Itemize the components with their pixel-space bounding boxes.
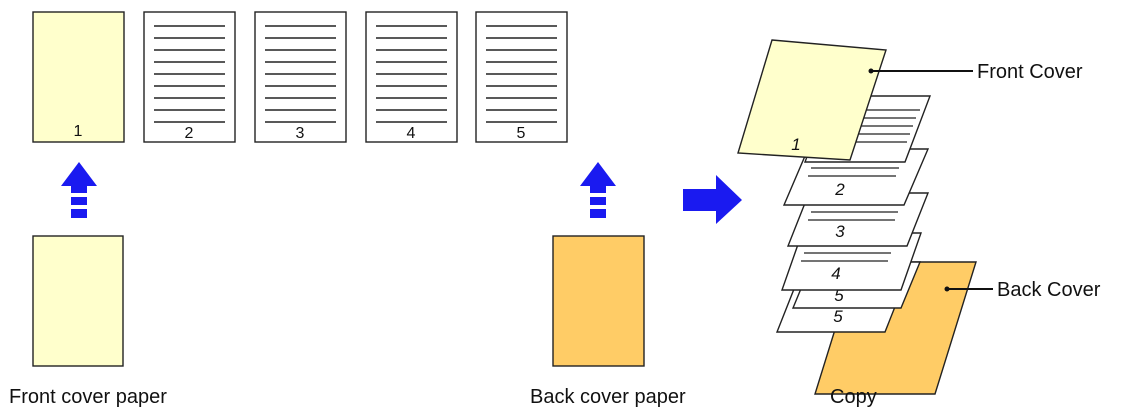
copy-stack: 5 5 4 — [737, 39, 977, 395]
front-cover-paper — [32, 235, 124, 367]
back-cover-paper-label: Back cover paper — [530, 386, 686, 408]
stack-cover-number: 1 — [791, 135, 800, 154]
front-cover-paper-label: Front cover paper — [9, 386, 167, 408]
page-number-1: 1 — [74, 123, 83, 140]
original-pages: 1 2 3 — [32, 11, 568, 143]
stack-sheet-number-3: 3 — [835, 222, 845, 241]
back-cover-callout — [944, 286, 993, 292]
page-number-3: 3 — [296, 125, 305, 142]
stack-sheet-number-5b: 5 — [834, 286, 844, 305]
stack-front-cover: 1 — [737, 39, 887, 161]
stack-sheet-number-4: 4 — [831, 264, 840, 283]
front-cover-label: Front Cover — [977, 61, 1083, 83]
front-cover-callout — [868, 68, 973, 74]
original-page-5: 5 — [475, 11, 568, 143]
copy-label: Copy — [830, 386, 877, 408]
back-up-arrow-icon — [580, 162, 616, 218]
stack-sheet-number-2: 2 — [834, 180, 845, 199]
stack-sheet-number-5: 5 — [833, 307, 843, 326]
front-up-arrow-icon — [61, 162, 97, 218]
page-number-4: 4 — [407, 125, 416, 142]
original-page-1: 1 — [32, 11, 125, 143]
right-arrow-icon — [683, 175, 742, 224]
original-page-4: 4 — [365, 11, 458, 143]
original-page-2: 2 — [143, 11, 236, 143]
page-number-2: 2 — [185, 125, 194, 142]
page-number-5: 5 — [517, 125, 526, 142]
original-page-3: 3 — [254, 11, 347, 143]
back-cover-label: Back Cover — [997, 279, 1101, 301]
back-cover-paper — [552, 235, 645, 367]
